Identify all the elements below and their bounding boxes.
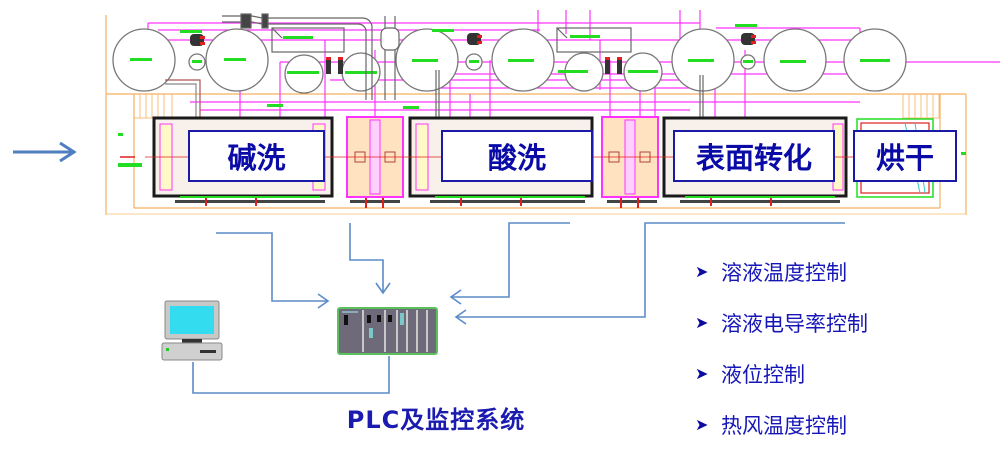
arrow-bullet-icon: ➤: [695, 415, 709, 434]
control-function-item: ➤ 溶液温度控制: [695, 246, 868, 297]
valve-icon: [338, 57, 343, 74]
control-function-item: ➤ 热风温度控制: [695, 399, 868, 450]
connector-computer-plc: [192, 356, 390, 394]
connector-rinse: [349, 223, 384, 292]
connector-acid-arrowhead: [449, 289, 462, 305]
arrow-bullet-icon: ➤: [695, 262, 709, 281]
control-functions-list: ➤ 溶液温度控制 ➤ 溶液电导率控制 ➤ 液位控制 ➤ 热风温度控制: [695, 246, 868, 450]
cad-frame: [105, 15, 967, 215]
inlet-marker: [118, 133, 142, 167]
pump-icon: [467, 33, 482, 45]
pump-icon: [190, 34, 205, 46]
plc-rack-icon[interactable]: [337, 307, 438, 355]
tank-labels: [130, 24, 890, 109]
control-function-item: ➤ 溶液电导率控制: [695, 297, 868, 348]
arrow-bullet-icon: ➤: [695, 364, 709, 383]
connector-rinse-arrowhead: [375, 282, 391, 295]
exhaust-ducts: [165, 13, 704, 118]
connector-acid: [451, 222, 570, 298]
valve-icon: [326, 57, 331, 74]
stage-label-surface-conversion: 表面转化: [673, 130, 835, 182]
control-function-item: ➤ 液位控制: [695, 348, 868, 399]
stage-label-acid-wash: 酸洗: [441, 130, 593, 182]
signal-connectors: [192, 222, 845, 394]
connector-alkaline-arrowhead: [317, 293, 330, 309]
connector-conversion: [456, 222, 845, 318]
control-function-label: 溶液电导率控制: [721, 311, 868, 336]
control-function-label: 液位控制: [721, 362, 805, 387]
pump-icon: [741, 33, 756, 45]
connector-conversion-arrowhead: [454, 309, 467, 325]
stage-label-alkaline-wash: 碱洗: [188, 130, 325, 182]
outlet-marker: [961, 152, 966, 155]
arrow-bullet-icon: ➤: [695, 313, 709, 332]
right-arrow-icon: [13, 141, 77, 163]
plc-system-title: PLC及监控系统: [346, 406, 526, 434]
control-function-label: 热风温度控制: [721, 413, 847, 438]
pump-valves: [190, 33, 756, 74]
stage-label-drying: 烘干: [853, 130, 957, 182]
valve-icon: [617, 57, 622, 74]
control-function-label: 溶液温度控制: [721, 260, 847, 285]
valve-icon: [605, 57, 610, 74]
computer-icon[interactable]: [161, 300, 223, 361]
connector-alkaline: [216, 232, 328, 302]
